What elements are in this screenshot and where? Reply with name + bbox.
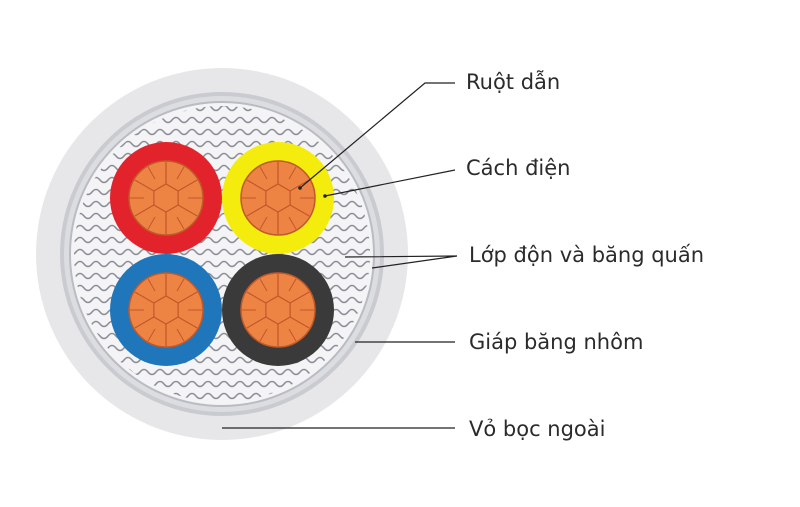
strand-spoke-minor	[259, 166, 268, 180]
strand-spoke-minor	[288, 216, 297, 230]
filler-wave	[74, 224, 370, 232]
strand-spoke-minor	[288, 328, 297, 342]
strand-spoke-minor	[176, 278, 185, 292]
strand-spoke	[246, 291, 267, 304]
core-blue-conductor	[128, 272, 204, 348]
label-outer-sheath: Vỏ bọc ngoài	[469, 417, 606, 441]
strand-spoke	[289, 291, 310, 304]
core-yellow	[222, 142, 334, 254]
core-yellow-conductor	[240, 160, 316, 236]
strand-spoke	[246, 204, 267, 217]
core-black	[222, 254, 334, 366]
core-red	[110, 142, 222, 254]
core-red-conductor	[128, 160, 204, 236]
strand-spoke-minor	[288, 278, 297, 292]
strand-spoke	[246, 316, 267, 329]
label-aluminum-armor: Giáp băng nhôm	[469, 330, 644, 354]
strand-spoke	[177, 316, 198, 329]
filler-wave	[74, 248, 370, 256]
strand-spoke	[177, 179, 198, 192]
cores-group	[110, 142, 334, 366]
strand-spoke-minor	[176, 216, 185, 230]
core-blue	[110, 254, 222, 366]
strand-spoke-minor	[147, 278, 156, 292]
filler-wave	[74, 164, 370, 172]
strand-spoke-minor	[147, 328, 156, 342]
filler-wave	[74, 236, 370, 244]
label-filler-and-tape: Lớp độn và băng quấn	[469, 243, 705, 267]
strand-spoke-minor	[259, 216, 268, 230]
filler-wave	[74, 272, 370, 280]
filler-wave	[74, 332, 370, 340]
strand-spoke	[134, 291, 155, 304]
leader-conductor-dot	[298, 186, 302, 190]
strand-spoke	[246, 179, 267, 192]
leader-lines	[222, 82, 458, 429]
leader-insulation	[324, 169, 456, 197]
strand-spoke	[177, 291, 198, 304]
strand-spoke-minor	[288, 166, 297, 180]
core-black-conductor	[240, 272, 316, 348]
strand-spoke-minor	[147, 216, 156, 230]
strand-spoke	[134, 316, 155, 329]
label-insulation: Cách điện	[466, 156, 571, 180]
strand-spoke	[289, 204, 310, 217]
strand-spoke	[134, 204, 155, 217]
strand-spoke	[289, 179, 310, 192]
strand-spoke-minor	[259, 328, 268, 342]
leader-insulation-dot	[323, 194, 327, 198]
strand-spoke-minor	[176, 166, 185, 180]
strand-spoke	[134, 179, 155, 192]
leader-filler-and-tape	[344, 255, 458, 269]
leader-conductor	[299, 82, 455, 189]
strand-spoke	[289, 316, 310, 329]
strand-spoke-minor	[259, 278, 268, 292]
strand-spoke	[177, 204, 198, 217]
label-conductor: Ruột dẫn	[466, 70, 561, 94]
strand-spoke-minor	[147, 166, 156, 180]
filler-wave	[74, 260, 370, 268]
strand-spoke-minor	[176, 328, 185, 342]
